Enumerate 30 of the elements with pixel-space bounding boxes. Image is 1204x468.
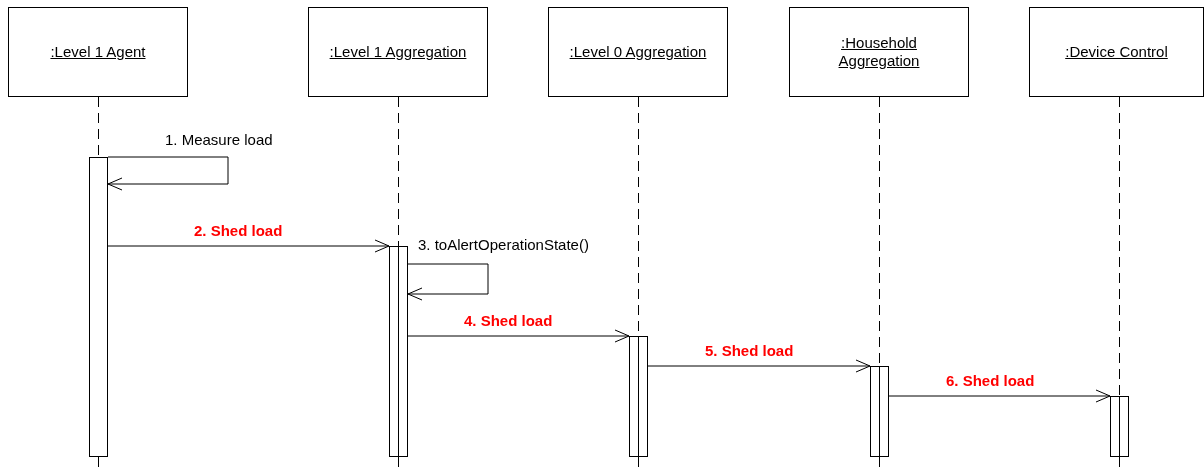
message-label: 1. Measure load bbox=[163, 131, 275, 148]
lifeline-head-box bbox=[548, 7, 728, 97]
message-arrow bbox=[107, 239, 390, 253]
object-name: :Device Control bbox=[1065, 43, 1168, 61]
activation-bar bbox=[870, 366, 889, 457]
message-label: 4. Shed load bbox=[462, 312, 555, 329]
activation-bar bbox=[629, 336, 648, 457]
message-arrow bbox=[647, 359, 871, 373]
object-name: :Level 1 Aggregation bbox=[329, 43, 467, 61]
message-label: 3. toAlertOperationState() bbox=[416, 236, 591, 253]
lifeline-head-box bbox=[8, 7, 188, 97]
object-name: :Level 0 Aggregation bbox=[569, 43, 707, 61]
lifeline-head-box bbox=[308, 7, 488, 97]
activation-bar bbox=[389, 246, 408, 457]
message-arrow bbox=[888, 389, 1111, 403]
activation-bar bbox=[1110, 396, 1129, 457]
message-arrow bbox=[107, 156, 229, 191]
activation-bar bbox=[89, 157, 108, 457]
message-label: 5. Shed load bbox=[703, 342, 796, 359]
lifeline-head-box bbox=[1029, 7, 1204, 97]
object-name: :Level 1 Agent bbox=[50, 43, 146, 61]
lifeline bbox=[398, 96, 399, 247]
message-arrow bbox=[407, 329, 630, 343]
object-name: :Household Aggregation bbox=[837, 34, 921, 70]
lifeline-head-box bbox=[789, 7, 969, 97]
lifeline bbox=[1119, 96, 1120, 397]
lifeline bbox=[98, 96, 99, 158]
message-label: 6. Shed load bbox=[944, 372, 1037, 389]
message-arrow bbox=[407, 263, 489, 301]
message-label: 2. Shed load bbox=[192, 222, 285, 239]
